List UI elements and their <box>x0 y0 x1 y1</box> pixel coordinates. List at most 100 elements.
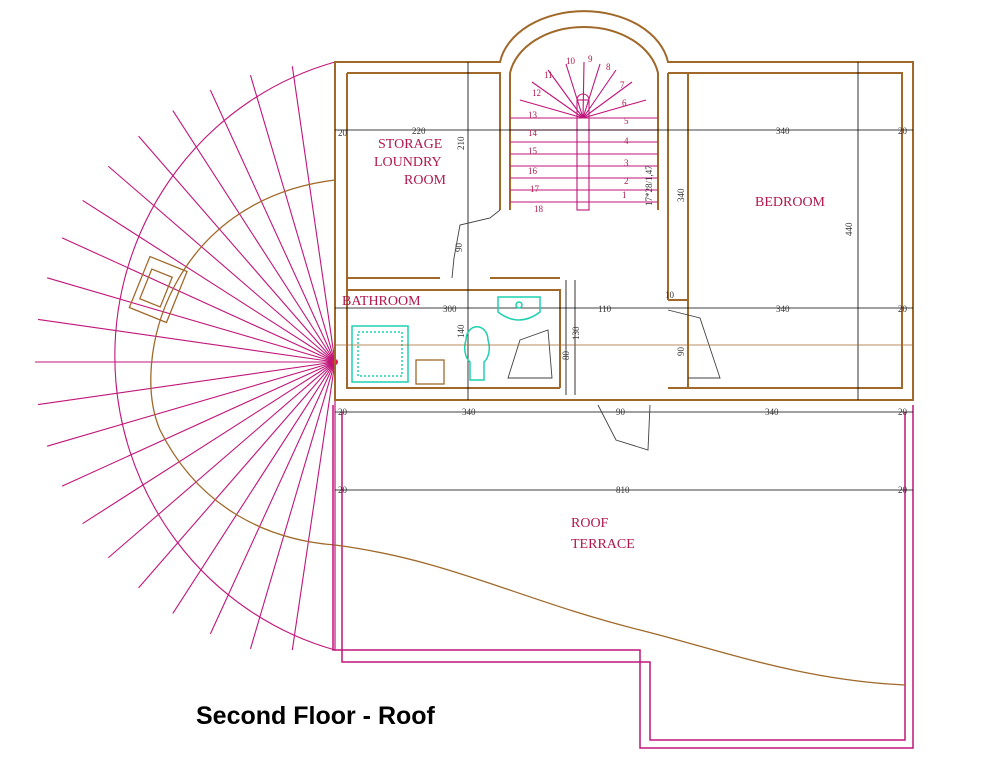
terrace-label-line1: ROOF <box>571 516 609 531</box>
stair-step-number: 8 <box>606 62 611 72</box>
stair-spec: 17*28/1,47 <box>644 165 654 206</box>
dim-storage-depth: 210 <box>456 136 466 150</box>
bedroom-label: BEDROOM <box>755 195 826 210</box>
sink <box>497 296 541 321</box>
storage-label-line2: LOUNDRY <box>374 155 442 170</box>
terrace-door <box>597 404 651 451</box>
storage-label-line3: ROOM <box>404 173 447 188</box>
dim-storage-width: 220 <box>412 126 426 136</box>
stair-step-number: 18 <box>534 204 544 214</box>
dim-bath-depth: 140 <box>456 324 466 338</box>
stair-tread-line <box>37 318 336 363</box>
page-title: Second Floor - Roof <box>196 702 435 730</box>
toilet <box>463 326 491 381</box>
stair-tread-line <box>138 135 336 363</box>
stair-tread-line <box>172 361 336 614</box>
stair-radial-line <box>582 81 633 119</box>
room-labels: STORAGE LOUNDRY ROOM BEDROOM BATHROOM RO… <box>342 137 826 552</box>
stair-tread-line <box>291 66 336 363</box>
stair-step-number: 14 <box>528 128 538 138</box>
stair-step-number: 13 <box>528 110 538 120</box>
stair-tread-line <box>61 237 336 363</box>
stair-step-number: 9 <box>588 54 593 64</box>
stair-landing-box <box>128 255 188 324</box>
stair-step-number: 16 <box>528 166 538 176</box>
stair-tread-line <box>172 110 336 363</box>
doors <box>451 209 721 451</box>
stair-radial-line <box>565 63 584 119</box>
stair-tread-line <box>209 361 336 635</box>
dim-terrace-left: 340 <box>462 407 476 417</box>
stair-radial-line <box>582 99 647 119</box>
stair-tread-line <box>107 165 336 363</box>
storage-door <box>451 209 501 279</box>
stair-tread-line <box>249 361 336 649</box>
dim-terrace-right: 340 <box>765 407 779 417</box>
stair-step-number: 6 <box>622 98 627 108</box>
stair-tread-line <box>82 361 336 525</box>
stair-step-number: 1 <box>622 190 627 200</box>
storage-label-line1: STORAGE <box>378 137 442 152</box>
stair-step-number: 7 <box>620 80 625 90</box>
dim-terrace-wall-right-2: 20 <box>898 485 908 495</box>
bath-cabinet <box>415 359 445 385</box>
dim-wall-right: 20 <box>898 126 908 136</box>
stair-tread-line <box>291 361 336 651</box>
stair-tread-line <box>37 361 336 406</box>
stair-radial-line <box>531 81 584 119</box>
dim-bedroom-door-90: 90 <box>676 347 686 357</box>
dim-wall-right-lower: 20 <box>898 304 908 314</box>
stair-tread-line <box>82 199 336 363</box>
dim-bedroom-side: 340 <box>676 188 686 202</box>
internal-staircase <box>510 61 658 211</box>
dim-hall-90: 90 <box>454 243 464 253</box>
dim-bedroom-width: 340 <box>776 126 790 136</box>
bathroom-label: BATHROOM <box>342 294 421 309</box>
bathroom-fixtures <box>351 296 541 385</box>
stair-step-number: 5 <box>624 116 629 126</box>
dim-terrace-width: 810 <box>616 485 630 495</box>
stair-radial-line <box>582 69 617 119</box>
dim-bedroom-depth: 440 <box>844 222 854 236</box>
dim-bedroom-width-lower: 340 <box>776 304 790 314</box>
roof-terrace-outline <box>332 405 914 749</box>
spiral-staircase <box>35 61 338 651</box>
dim-terrace-wall-right: 20 <box>898 407 908 417</box>
stair-tread-line <box>46 361 336 447</box>
stair-tread-line <box>61 361 336 487</box>
stair-step-number: 3 <box>624 158 629 168</box>
stair-tread-line <box>107 361 336 559</box>
bath-door <box>507 329 553 379</box>
terrace-label-line2: TERRACE <box>571 537 635 552</box>
dim-terrace-wall: 20 <box>338 407 348 417</box>
stair-radial-line <box>519 99 584 119</box>
stair-treads <box>35 63 336 651</box>
stair-step-number: 4 <box>624 136 629 146</box>
stair-step-number: 2 <box>624 176 629 186</box>
stair-step-number: 10 <box>566 56 576 66</box>
dim-terrace-wall-2: 20 <box>338 485 348 495</box>
dimension-lines <box>335 62 913 491</box>
stair-radial-line <box>582 63 601 119</box>
dim-hall-110: 110 <box>598 304 612 314</box>
stair-center-rail <box>576 99 590 211</box>
dim-bath-width: 300 <box>443 304 457 314</box>
dim-corridor-10: 10 <box>665 290 675 300</box>
dim-terrace-door: 90 <box>616 407 626 417</box>
stair-step-number: 11 <box>544 70 553 80</box>
bedroom-door <box>667 309 721 379</box>
stair-radial-line <box>582 61 585 119</box>
dim-wall-left: 20 <box>338 128 348 138</box>
dimension-labels: 20 220 210 340 20 440 340 300 140 110 34… <box>338 126 908 495</box>
stair-step-number: 12 <box>532 88 541 98</box>
stair-tread-line <box>138 361 336 589</box>
shower-tray <box>351 325 409 383</box>
stair-step-number: 17 <box>530 184 540 194</box>
dim-bath-130: 130 <box>571 326 581 340</box>
building-walls <box>334 10 914 401</box>
stair-tread-line <box>249 75 336 363</box>
stair-tread-line <box>46 277 336 363</box>
stair-radial-line <box>547 69 584 119</box>
